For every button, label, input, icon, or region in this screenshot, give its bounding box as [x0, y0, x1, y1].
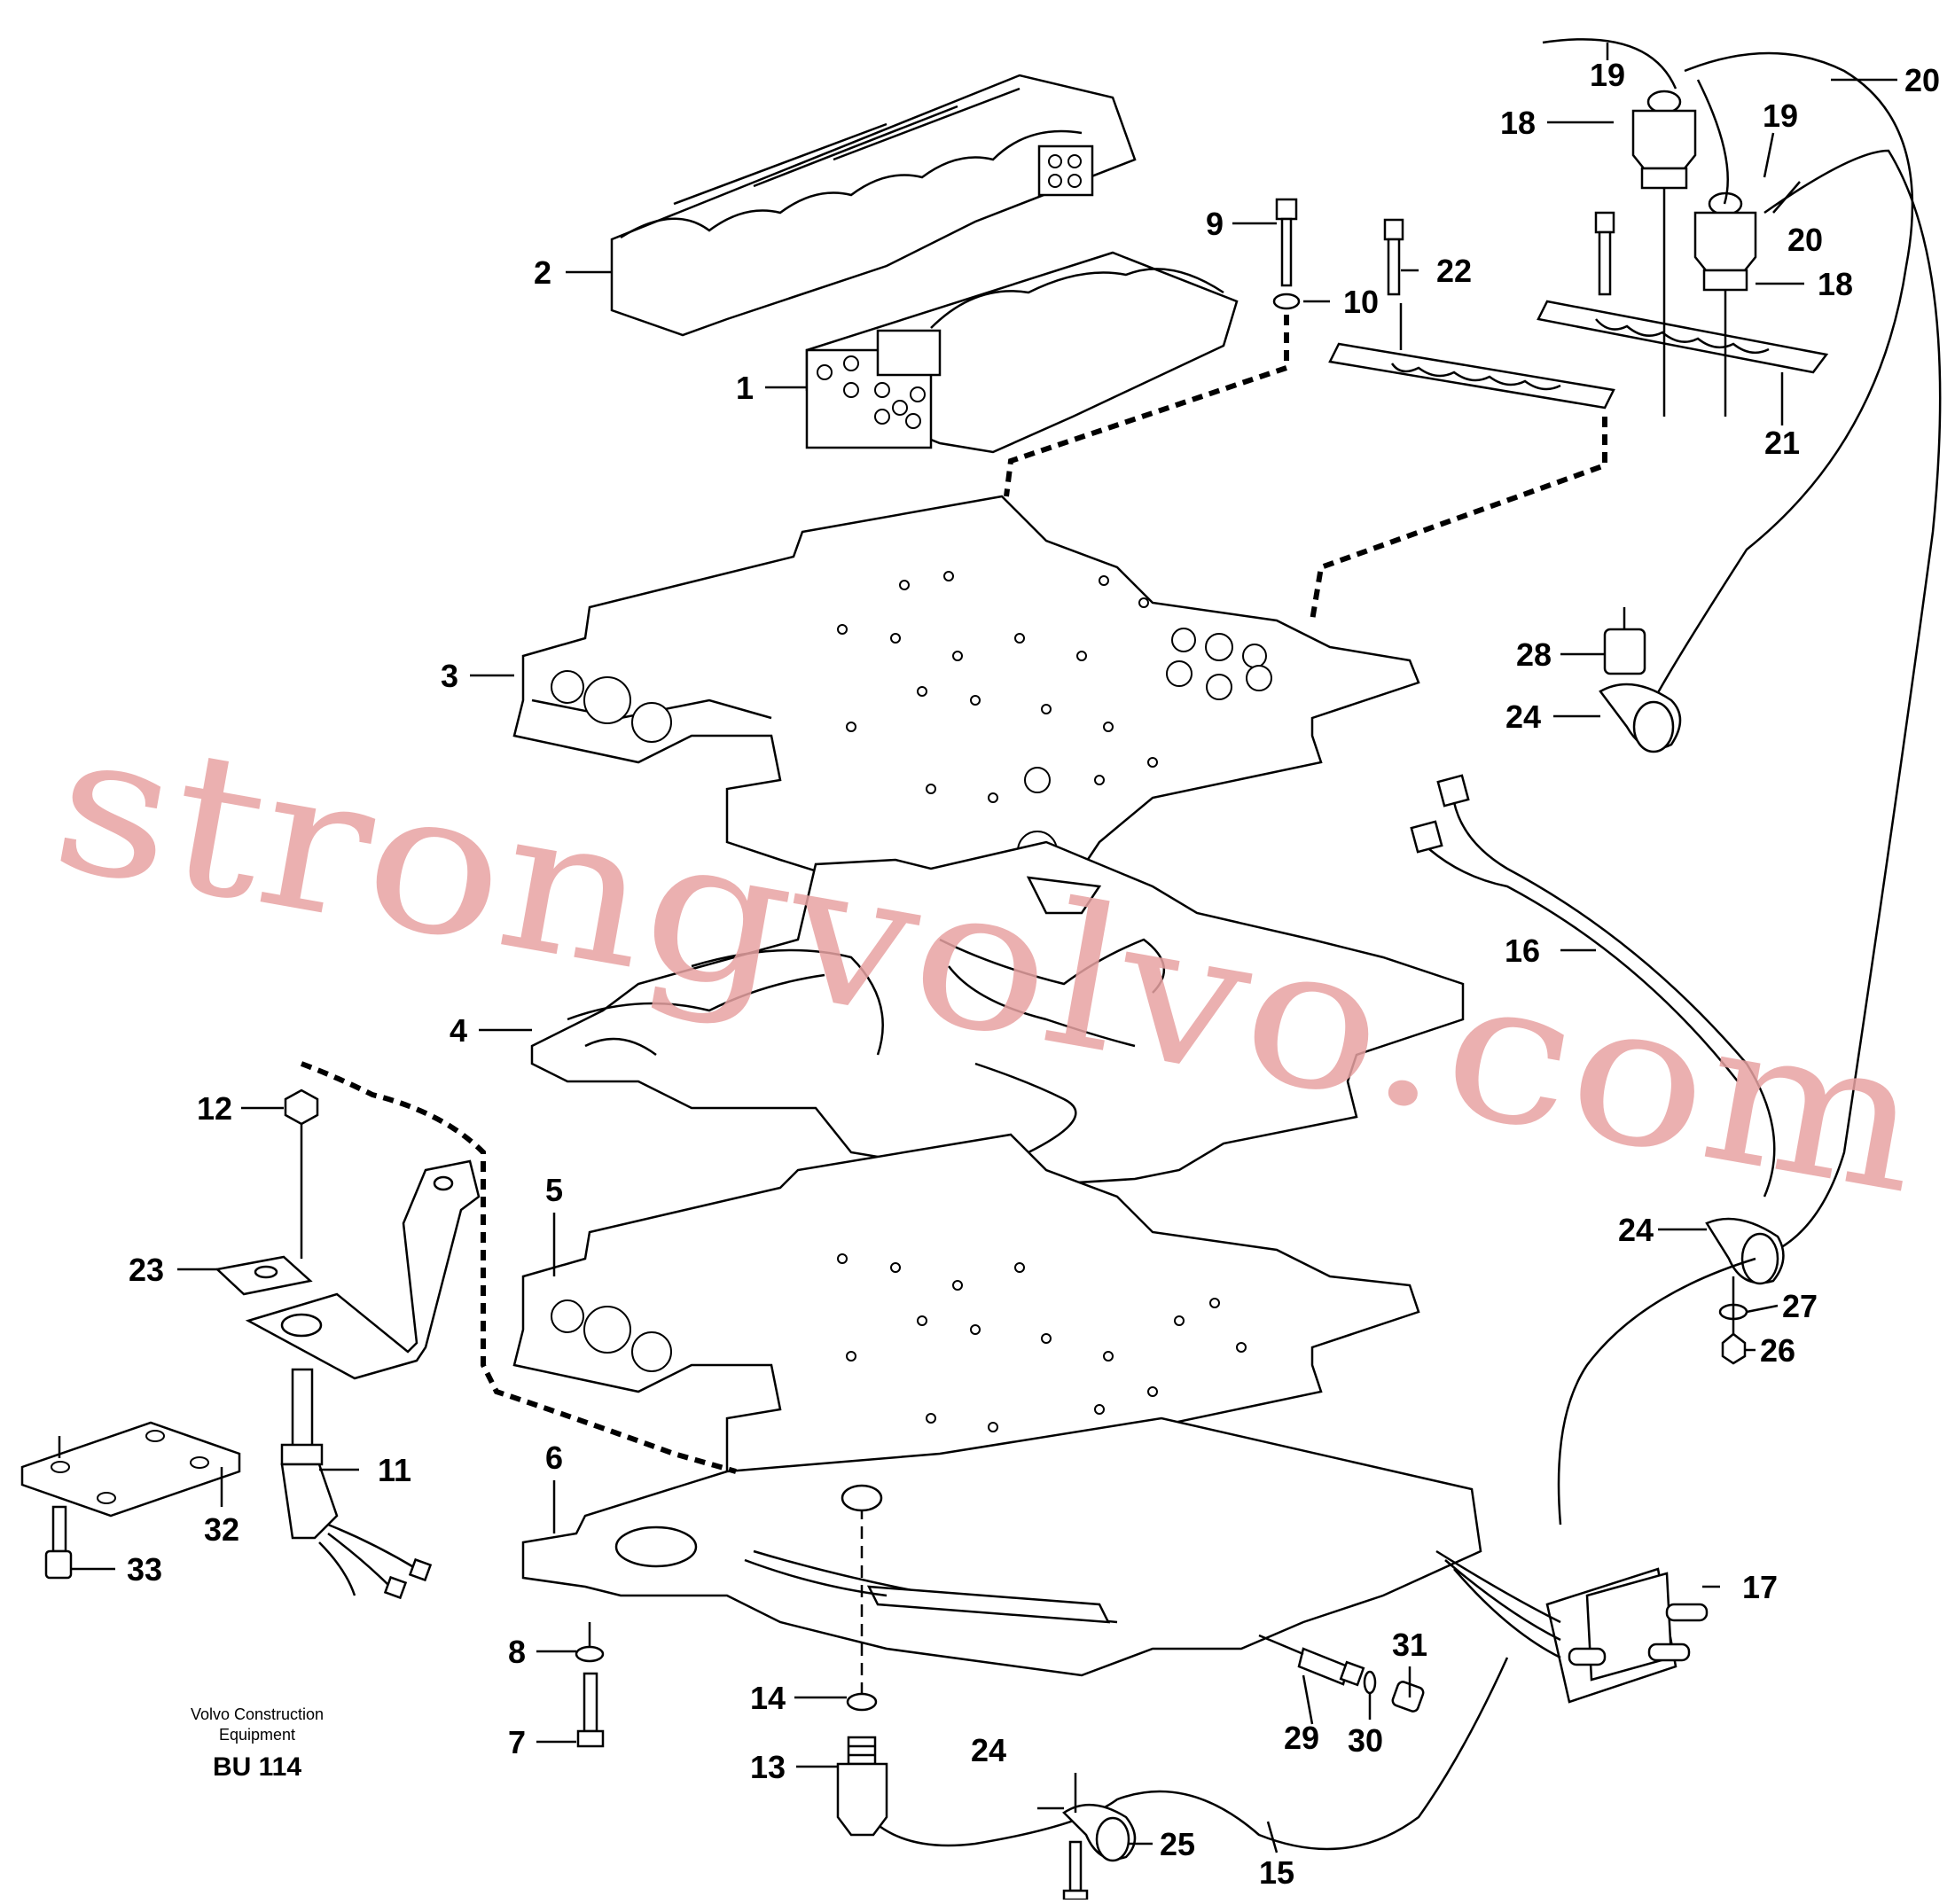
credit-line-1: Volvo Construction	[191, 1705, 324, 1723]
solenoid-18-upper	[1631, 90, 1697, 190]
gasket-22	[1328, 342, 1615, 410]
wire-16	[1410, 774, 1776, 1198]
callout-5: 5	[545, 1172, 563, 1208]
callout-12: 12	[197, 1090, 232, 1127]
bolt-33	[44, 1505, 73, 1580]
callout-23: 23	[129, 1252, 164, 1288]
callout-8: 8	[508, 1634, 526, 1670]
gasket-21	[1537, 300, 1829, 374]
callout-16: 16	[1505, 932, 1540, 969]
bolt-9	[1275, 198, 1298, 287]
washer-8	[575, 1645, 605, 1663]
leader-lines	[71, 43, 1897, 1853]
part-6-base-plate	[521, 1416, 1482, 1677]
bolt-21	[1594, 211, 1615, 296]
clip-24-upper	[1599, 683, 1682, 753]
part-3-plate	[512, 495, 1420, 924]
callout-20-lower: 20	[1787, 222, 1823, 258]
callout-26: 26	[1760, 1332, 1795, 1369]
plug-31	[1391, 1681, 1425, 1713]
spacer-28	[1603, 607, 1646, 675]
callout-14: 14	[750, 1680, 786, 1716]
callout-3: 3	[441, 658, 458, 694]
sensor-11	[280, 1368, 433, 1600]
callout-11: 11	[378, 1452, 411, 1488]
connector-17	[1435, 1549, 1709, 1704]
clip-24-lower	[1062, 1803, 1137, 1862]
wire-15	[868, 1657, 1509, 1851]
plug-29	[1297, 1647, 1365, 1687]
credit-line-2: Equipment	[219, 1726, 295, 1744]
clip-24-right	[1705, 1217, 1785, 1285]
callout-20-upper: 20	[1904, 62, 1940, 98]
callout-22: 22	[1436, 253, 1472, 289]
sensor-13	[836, 1736, 888, 1837]
callout-13: 13	[750, 1749, 786, 1785]
solenoid-18-lower	[1693, 191, 1757, 292]
nut-26	[1721, 1332, 1747, 1365]
callout-19-upper: 19	[1590, 57, 1625, 93]
callout-28: 28	[1516, 636, 1552, 673]
plate-32	[20, 1421, 241, 1518]
callout-18-lower: 18	[1818, 266, 1853, 302]
callout-labels: 1 2 3 4 5 6 7 8 9 10 11 12 13 14 15 16 1…	[127, 57, 1940, 1891]
part-2-cover	[610, 74, 1137, 337]
washer-30	[1363, 1670, 1377, 1695]
callout-29: 29	[1284, 1720, 1319, 1756]
callout-30: 30	[1348, 1722, 1383, 1759]
callout-24-lower: 24	[971, 1732, 1006, 1768]
credit-block: Volvo Construction Equipment BU 114	[191, 1705, 324, 1782]
bolt-7	[576, 1672, 605, 1748]
callout-10: 10	[1343, 284, 1379, 320]
callout-18-upper: 18	[1500, 105, 1536, 141]
washer-10	[1272, 293, 1301, 310]
callout-17: 17	[1742, 1569, 1778, 1605]
callout-25: 25	[1160, 1826, 1195, 1862]
callout-7: 7	[508, 1724, 526, 1760]
callout-24-upper: 24	[1505, 698, 1541, 735]
diagram-code: BU 114	[213, 1752, 301, 1782]
part-4-plate	[530, 840, 1465, 1190]
callout-15: 15	[1259, 1854, 1294, 1891]
callout-6: 6	[545, 1440, 563, 1476]
wire-20	[1647, 51, 1914, 710]
callout-2: 2	[534, 254, 551, 291]
bracket	[245, 1159, 481, 1380]
callout-32: 32	[204, 1511, 239, 1548]
callout-31: 31	[1392, 1627, 1427, 1663]
wire-19	[1542, 38, 1677, 90]
part-5-plate	[512, 1133, 1420, 1553]
callout-4: 4	[450, 1012, 467, 1049]
washer-23	[215, 1255, 313, 1296]
callout-27: 27	[1782, 1288, 1818, 1324]
callout-1: 1	[736, 370, 754, 406]
callout-33: 33	[127, 1551, 162, 1588]
callout-9: 9	[1206, 206, 1224, 242]
callout-21: 21	[1764, 425, 1800, 461]
nut-12	[284, 1089, 319, 1126]
bolt-25	[1062, 1840, 1089, 1901]
washer-14	[846, 1692, 878, 1712]
callout-19-lower: 19	[1763, 98, 1798, 134]
callout-24-right: 24	[1618, 1212, 1654, 1248]
bolt-22	[1383, 218, 1404, 296]
part-1-valve-block	[805, 251, 1239, 454]
